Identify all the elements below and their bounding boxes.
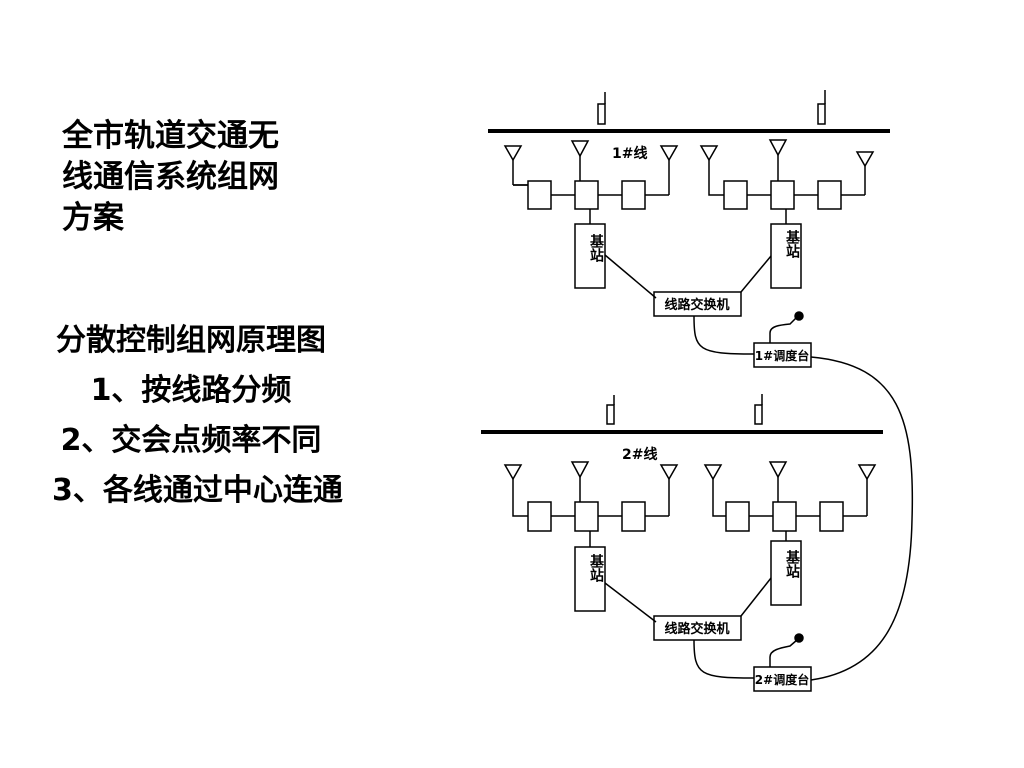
base-station-box: [574, 546, 606, 612]
antenna-icon: [857, 464, 877, 516]
line1-network: 1#线: [488, 90, 890, 368]
repeater-box: [817, 180, 842, 210]
dispatch-console-box: [753, 666, 812, 692]
page-title: 全市轨道交通无 线通信系统组网 方案: [62, 116, 312, 239]
antenna-icon: [503, 464, 523, 504]
train-antenna-icon: [597, 92, 606, 125]
repeater-box: [723, 180, 748, 210]
line-switch-label: 线路交换机: [664, 297, 729, 313]
antenna-icon: [768, 461, 788, 502]
antenna-icon: [503, 145, 523, 185]
title-line-3: 方案: [62, 200, 124, 236]
train-antenna-icon: [754, 394, 763, 425]
antenna-icon: [570, 461, 590, 502]
repeater-box: [819, 501, 844, 532]
repeater-box: [621, 180, 646, 210]
title-line-2: 线通信系统组网: [62, 159, 279, 195]
antenna-icon: [570, 140, 590, 181]
line-switch-box: [653, 615, 742, 641]
line2-network: 2#线: [481, 394, 883, 692]
base-station-box: [574, 223, 606, 289]
dispatch-console-box: [753, 342, 812, 368]
repeater-box: [527, 180, 552, 210]
line-switch-label: 线路交换机: [664, 621, 729, 637]
base-station-label: 基站: [576, 233, 604, 263]
train-antenna-icon: [817, 90, 826, 125]
handset-icon: [769, 311, 804, 343]
repeater-box: [725, 501, 750, 532]
repeater-box: [772, 501, 797, 532]
antenna-icon: [768, 139, 788, 181]
principle-point-3: 3、各线通过中心连通: [52, 473, 343, 508]
repeater-box: [770, 180, 795, 210]
dispatch-interconnect: [810, 356, 914, 681]
line-switch-box: [653, 291, 742, 317]
principle-heading: 分散控制组网原理图: [56, 323, 326, 358]
repeater-box: [574, 180, 599, 210]
dispatch-console-label: 1#调度台: [755, 348, 809, 363]
title-line-1: 全市轨道交通无: [62, 118, 279, 154]
svg-text:基站: 基站: [576, 553, 604, 583]
antenna-icon: [659, 464, 679, 504]
svg-text:基站: 基站: [772, 229, 800, 259]
antenna-icon: [855, 151, 875, 195]
antenna-icon: [703, 464, 723, 504]
principle-list: 分散控制组网原理图 1、按线路分频 2、交会点频率不同 3、各线通过中心连通: [52, 316, 343, 516]
dispatch-console-label: 2#调度台: [755, 672, 809, 687]
antenna-icon: [699, 145, 719, 185]
svg-text:基站: 基站: [576, 233, 604, 263]
handset-icon: [769, 633, 804, 667]
base-station-box: [770, 540, 802, 606]
base-station-label: 基站: [772, 229, 800, 259]
principle-point-2: 2、交会点频率不同: [60, 423, 322, 458]
principle-point-1: 1、按线路分频: [90, 373, 292, 408]
line1-label: 1#线: [612, 145, 647, 162]
repeater-box: [574, 501, 599, 532]
train-antenna-icon: [606, 395, 615, 425]
repeater-box: [621, 501, 646, 532]
svg-text:基站: 基站: [772, 549, 800, 579]
antenna-icon: [659, 145, 679, 185]
line2-label: 2#线: [622, 446, 657, 463]
base-station-label: 基站: [576, 553, 604, 583]
base-station-label: 基站: [772, 549, 800, 579]
repeater-box: [527, 501, 552, 532]
